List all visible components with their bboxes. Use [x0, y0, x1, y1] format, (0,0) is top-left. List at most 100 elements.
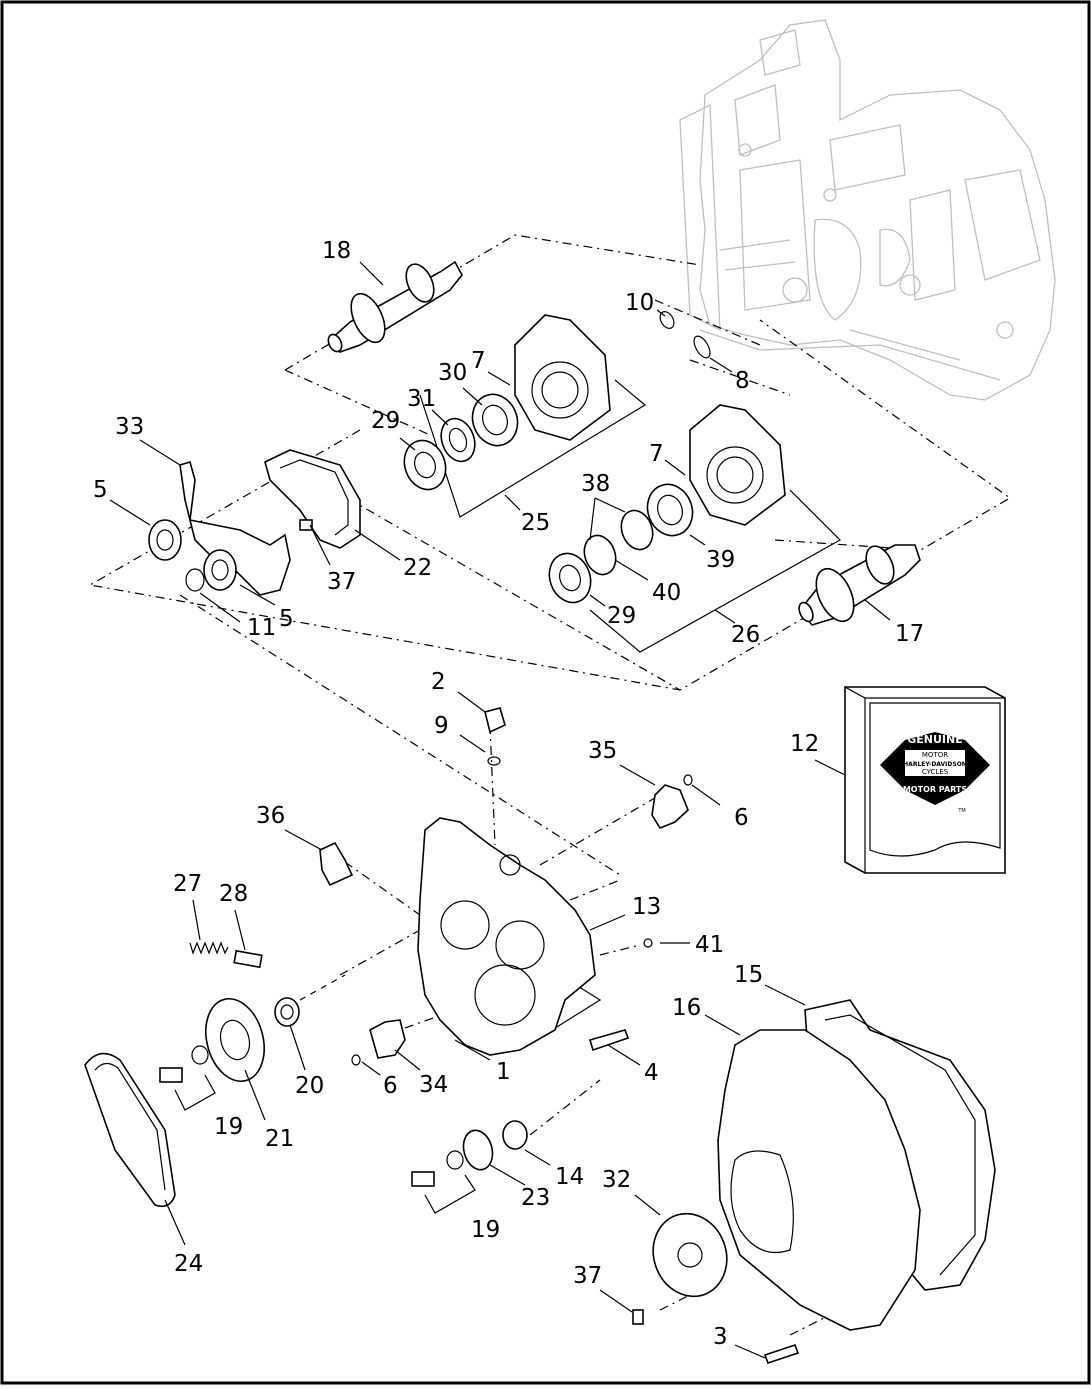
callout-26: 26 [731, 622, 760, 648]
harley-davidson-logo: GENUINE MOTOR HARLEY-DAVIDSON CYCLES MOT… [880, 732, 990, 814]
callout-41: 41 [695, 932, 724, 958]
part-tab-36 [319, 841, 354, 887]
part-valve-28 [233, 949, 263, 969]
part-bearing-29-upper [403, 439, 447, 491]
callout-31: 31 [407, 386, 436, 412]
callout-6-lower: 6 [383, 1073, 398, 1099]
callout-18: 18 [322, 238, 351, 264]
callout-35: 35 [588, 738, 617, 764]
part-chain-24 [84, 1052, 176, 1208]
part-washer-38 [583, 509, 654, 576]
callout-10: 10 [625, 290, 654, 316]
callout-1: 1 [496, 1059, 511, 1085]
part-seal-20 [274, 997, 300, 1027]
callout-21: 21 [265, 1126, 294, 1152]
part-retaining-ring-11 [185, 568, 205, 592]
part-cam-support-plate-13 [417, 817, 596, 1056]
callout-3: 3 [713, 1324, 728, 1350]
callout-15: 15 [734, 962, 763, 988]
callout-5-right: 5 [279, 606, 294, 632]
part-o-ring-6a [683, 774, 693, 786]
part-tensioner-34 [369, 1019, 406, 1059]
part-screw-3 [763, 1343, 800, 1365]
part-bushing-14 [502, 1120, 528, 1150]
part-bearing-5b [203, 549, 237, 591]
genuine-parts-box-12: GENUINE MOTOR HARLEY-DAVIDSON CYCLES MOT… [844, 686, 1006, 874]
callout-32: 32 [602, 1167, 631, 1193]
callout-20: 20 [295, 1073, 324, 1099]
logo-tm-text: TM [957, 808, 965, 814]
part-screw-37-lower [632, 1309, 644, 1325]
part-camshaft-rear [327, 260, 463, 353]
callout-2: 2 [431, 669, 446, 695]
part-bolt-19-left [159, 1045, 209, 1083]
logo-motor-parts-text: MOTOR PARTS [903, 785, 968, 794]
part-cam-support-upper [514, 314, 611, 441]
callout-5-left: 5 [93, 477, 108, 503]
part-plug-2 [484, 707, 506, 734]
callout-13: 13 [632, 894, 661, 920]
callout-40: 40 [652, 580, 681, 606]
part-o-rings [659, 311, 711, 359]
callout-27: 27 [173, 871, 202, 897]
crankcase-ghost [679, 19, 1056, 401]
part-bearing-39 [646, 483, 694, 537]
callout-29-upper: 29 [371, 408, 400, 434]
part-bearing-29-lower [548, 552, 592, 604]
part-spring-27 [189, 941, 229, 955]
callout-36: 36 [256, 803, 285, 829]
part-secondary-chain [264, 449, 361, 549]
callout-9: 9 [434, 713, 449, 739]
callout-19-left: 19 [214, 1114, 243, 1140]
part-bearing-5a [148, 519, 182, 561]
logo-genuine-text: GENUINE [907, 733, 963, 746]
callout-22: 22 [403, 555, 432, 581]
part-bearing-30 [471, 393, 519, 447]
part-sprocket-21 [205, 997, 265, 1083]
part-plunger-35 [651, 784, 689, 829]
part-chain-tensioner-33 [179, 460, 291, 596]
callout-28: 28 [219, 881, 248, 907]
callout-25: 25 [521, 510, 550, 536]
callout-24: 24 [174, 1251, 203, 1277]
callout-leaders [109, 261, 891, 1359]
callout-34: 34 [419, 1072, 448, 1098]
callout-12: 12 [790, 731, 819, 757]
logo-motor-text: MOTOR [922, 751, 948, 759]
callout-19-right: 19 [471, 1217, 500, 1243]
callout-17: 17 [895, 621, 924, 647]
part-timer-cover-32 [652, 1212, 728, 1298]
callout-37-upper: 37 [327, 569, 356, 595]
callout-37-lower: 37 [573, 1263, 602, 1289]
part-camshaft-front [798, 544, 921, 626]
callout-4: 4 [644, 1060, 659, 1086]
part-cam-support-lower [689, 404, 786, 526]
logo-cycles-text: CYCLES [922, 768, 949, 776]
callout-7-lower: 7 [649, 441, 664, 467]
callout-29-lower: 29 [607, 603, 636, 629]
callout-33: 33 [115, 414, 144, 440]
callout-8: 8 [735, 368, 750, 394]
part-o-ring-9 [487, 756, 501, 766]
part-bolt-19-right [411, 1150, 464, 1187]
callout-38: 38 [581, 471, 610, 497]
callout-11: 11 [247, 615, 276, 641]
callout-14: 14 [555, 1164, 584, 1190]
part-cam-cover-16 [717, 1029, 921, 1331]
callout-16: 16 [672, 995, 701, 1021]
callout-6-upper: 6 [734, 805, 749, 831]
callout-7-upper: 7 [471, 348, 486, 374]
part-o-ring-41 [643, 938, 653, 948]
part-o-ring-6b [351, 1054, 361, 1066]
callout-39: 39 [706, 547, 735, 573]
part-washer-31 [440, 417, 476, 463]
part-screw-4 [589, 1029, 630, 1052]
part-gear-23 [462, 1129, 494, 1171]
callout-23: 23 [521, 1185, 550, 1211]
callout-30: 30 [438, 360, 467, 386]
logo-brand-text: HARLEY-DAVIDSON [903, 761, 967, 768]
part-screw-37-upper [299, 519, 313, 531]
